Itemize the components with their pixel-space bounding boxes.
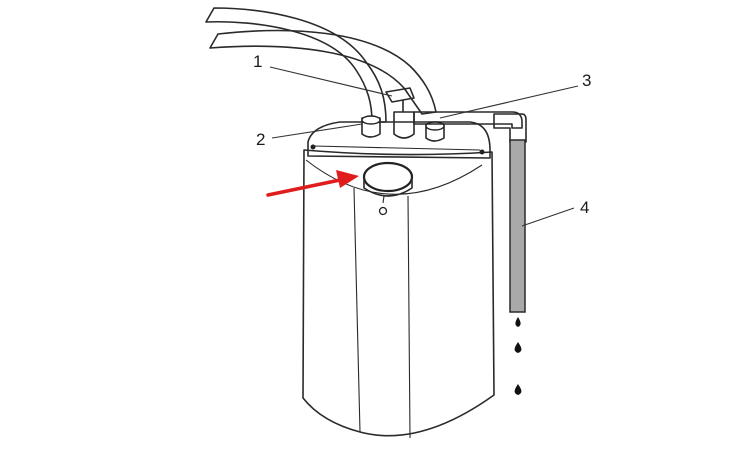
left-hose <box>205 7 387 123</box>
safety-valve-body <box>393 111 415 139</box>
drain-pipe-horizontal <box>413 111 523 129</box>
callout-1: 1 <box>253 52 262 71</box>
tank-seam-left <box>353 187 361 433</box>
water-droplet-icon <box>514 342 522 353</box>
cold-inlet-nut <box>361 115 381 125</box>
callout-2: 2 <box>256 130 265 149</box>
tank <box>302 121 495 439</box>
hot-outlet-fitting <box>425 123 445 142</box>
leader-3 <box>439 85 579 119</box>
drain-pipe-elbow <box>493 113 527 143</box>
drain-pipe <box>413 111 527 313</box>
water-droplets <box>514 317 522 395</box>
leader-lines <box>269 66 579 227</box>
right-hose <box>209 29 437 115</box>
mount-screw-right <box>479 149 485 155</box>
knob-indicator <box>382 195 385 204</box>
cold-inlet-fitting <box>361 117 381 138</box>
safety-valve-lever <box>385 87 415 103</box>
drain-pipe-vertical <box>509 139 526 313</box>
water-droplet-icon <box>514 384 522 395</box>
tank-body <box>302 149 495 437</box>
callout-labels: 1 2 3 4 <box>253 52 591 217</box>
mount-screw-left <box>310 144 316 150</box>
callout-3: 3 <box>582 71 591 90</box>
red-arrow-icon <box>266 170 359 197</box>
leader-1 <box>269 66 393 97</box>
leader-2 <box>271 123 363 139</box>
control-knob-side <box>363 176 413 197</box>
tank-front-panel <box>305 159 483 195</box>
hoses <box>205 7 437 123</box>
tank-seam-right <box>407 195 411 439</box>
leader-4 <box>521 207 575 227</box>
indicator-light <box>378 206 388 216</box>
tank-rim <box>313 145 481 151</box>
control-knob <box>362 161 414 193</box>
water-droplet-icon <box>515 317 521 327</box>
callout-4: 4 <box>580 198 589 217</box>
